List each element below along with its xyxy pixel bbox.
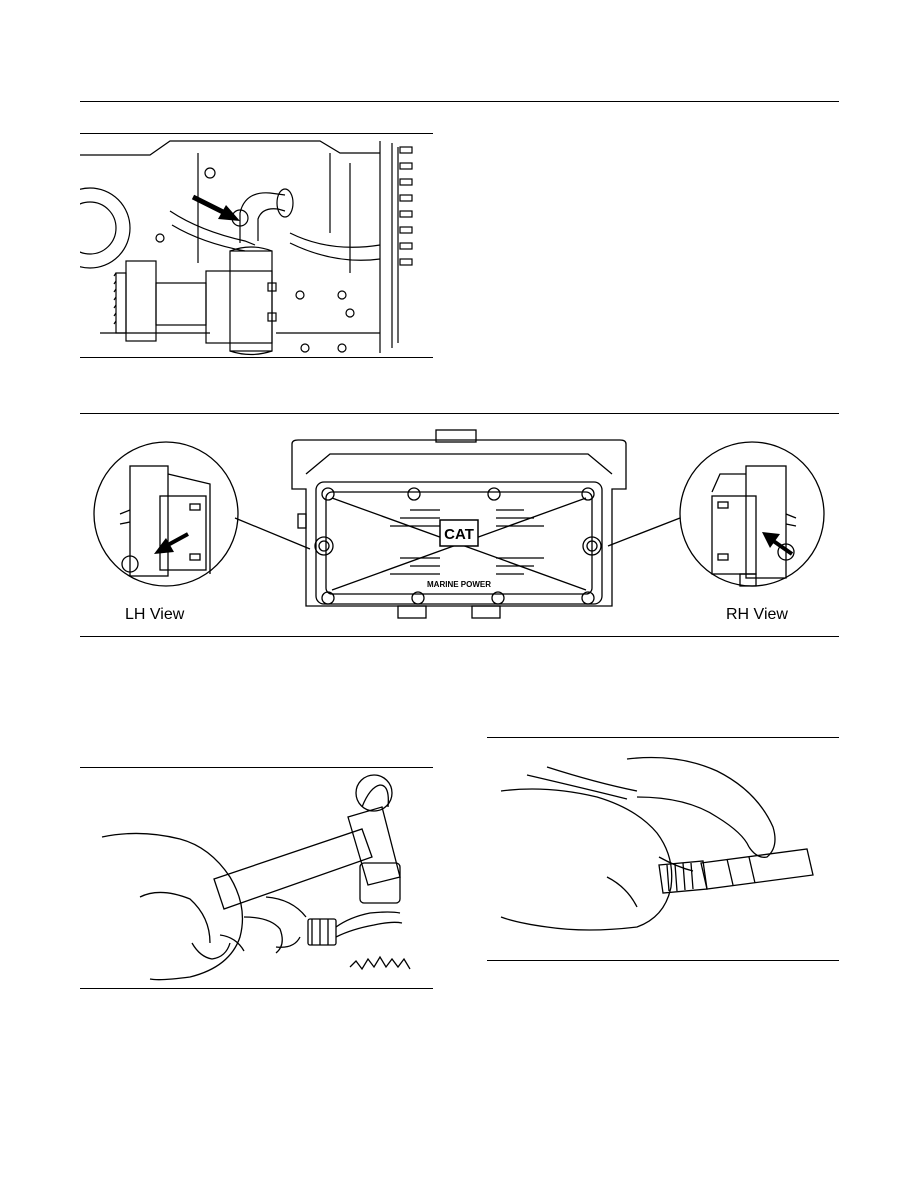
side-cover-figure: CAT MARINE POWER LH View RH View bbox=[80, 414, 839, 636]
engine-block-figure bbox=[80, 133, 433, 358]
engine-block-drawing bbox=[80, 133, 433, 358]
rh-pointer-arrow-icon bbox=[762, 532, 794, 556]
section-rule-2 bbox=[80, 636, 839, 637]
lh-view-label: LH View bbox=[125, 606, 185, 623]
cat-logo: CAT bbox=[439, 519, 479, 547]
hammer-drawing bbox=[80, 767, 433, 989]
cat-logo-text: CAT bbox=[444, 526, 474, 543]
side-cover-drawing: CAT MARINE POWER bbox=[93, 429, 825, 619]
pointer-arrow-icon bbox=[191, 194, 240, 221]
hands-tool-figure bbox=[487, 737, 839, 961]
page-top-rule bbox=[80, 101, 839, 102]
hands-tool-drawing bbox=[487, 737, 839, 961]
marine-power-text: MARINE POWER bbox=[427, 580, 491, 589]
section-rule-1 bbox=[80, 413, 839, 414]
lh-pointer-arrow-icon bbox=[154, 532, 189, 554]
rh-view-label: RH View bbox=[726, 606, 788, 623]
hammer-figure bbox=[80, 767, 433, 989]
grille-slots bbox=[399, 146, 413, 266]
